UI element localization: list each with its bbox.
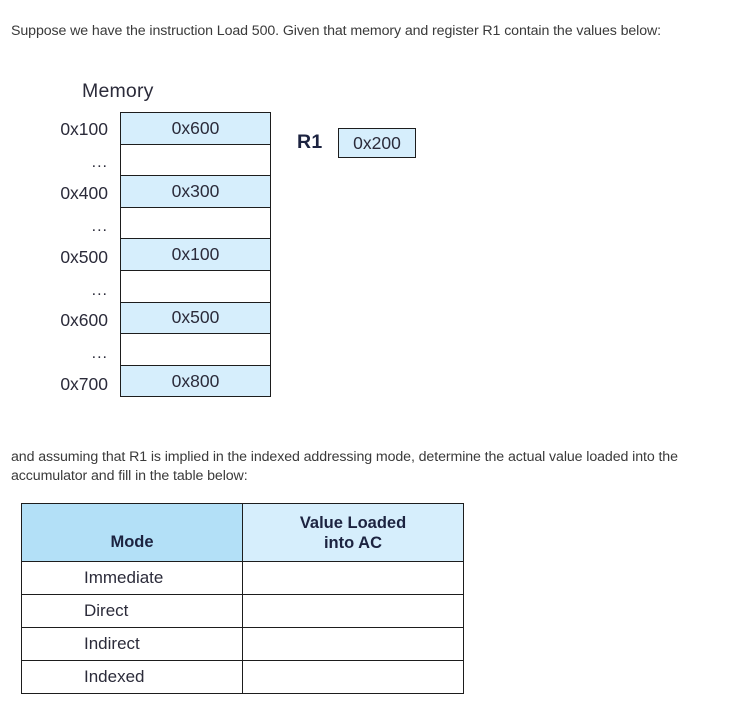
answer-table: Mode Value Loaded into AC Immediate Dire… [21, 503, 464, 694]
register-label-r1: R1 [297, 131, 323, 153]
memory-row: 0x500 [120, 301, 271, 335]
answer-mode-indirect: Indirect [21, 627, 243, 661]
memory-address-label-7: ... [91, 345, 108, 362]
memory-address-label-2: 0x400 [60, 183, 108, 203]
answer-table-header-mode: Mode [21, 503, 243, 562]
memory-cell-value [120, 333, 271, 366]
answer-value-immediate[interactable] [242, 561, 464, 595]
memory-cell-value: 0x800 [120, 364, 271, 398]
answer-mode-immediate: Immediate [21, 561, 243, 595]
memory-cell-value: 0x300 [120, 175, 271, 208]
memory-table: 0x600 0x300 0x100 0x500 [120, 112, 271, 398]
memory-address-label-0: 0x100 [60, 119, 108, 139]
answer-value-direct[interactable] [242, 594, 464, 628]
memory-row: 0x100 [120, 238, 271, 271]
answer-table-row: Direct [21, 594, 464, 628]
memory-row: 0x600 [120, 112, 271, 145]
register-value-box: 0x200 [338, 128, 416, 158]
answer-table-row: Immediate [21, 561, 464, 595]
answer-table-header-row: Mode Value Loaded into AC [21, 503, 464, 562]
answer-table-header-value: Value Loaded into AC [242, 503, 464, 562]
memory-address-label-3: ... [91, 218, 108, 235]
memory-address-label-8: 0x700 [60, 374, 108, 394]
answer-table-row: Indirect [21, 627, 464, 661]
answer-value-indexed[interactable] [242, 660, 464, 694]
memory-row: 0x800 [120, 364, 271, 398]
memory-row [120, 143, 271, 177]
memory-title: Memory [82, 80, 154, 102]
memory-address-label-1: ... [91, 154, 108, 171]
memory-cell-value [120, 143, 271, 177]
memory-row [120, 269, 271, 303]
memory-address-label-5: ... [91, 282, 108, 299]
answer-table-header-value-line2: into AC [323, 533, 383, 552]
memory-cell-value [120, 206, 271, 240]
memory-cell-value: 0x100 [120, 238, 271, 271]
memory-address-label-4: 0x500 [60, 247, 108, 267]
memory-cell-value [120, 269, 271, 303]
answer-table-header-value-line1: Value Loaded [299, 513, 407, 532]
memory-row [120, 206, 271, 240]
answer-value-indirect[interactable] [242, 627, 464, 661]
memory-address-label-6: 0x600 [60, 310, 108, 330]
assumption-paragraph: and assuming that R1 is implied in the i… [11, 449, 678, 485]
memory-row [120, 333, 271, 366]
memory-cell-value: 0x600 [120, 112, 271, 145]
memory-row: 0x300 [120, 175, 271, 208]
answer-mode-indexed: Indexed [21, 660, 243, 694]
answer-mode-direct: Direct [21, 594, 243, 628]
memory-cell-value: 0x500 [120, 301, 271, 335]
answer-table-row: Indexed [21, 660, 464, 694]
intro-paragraph: Suppose we have the instruction Load 500… [11, 23, 662, 40]
